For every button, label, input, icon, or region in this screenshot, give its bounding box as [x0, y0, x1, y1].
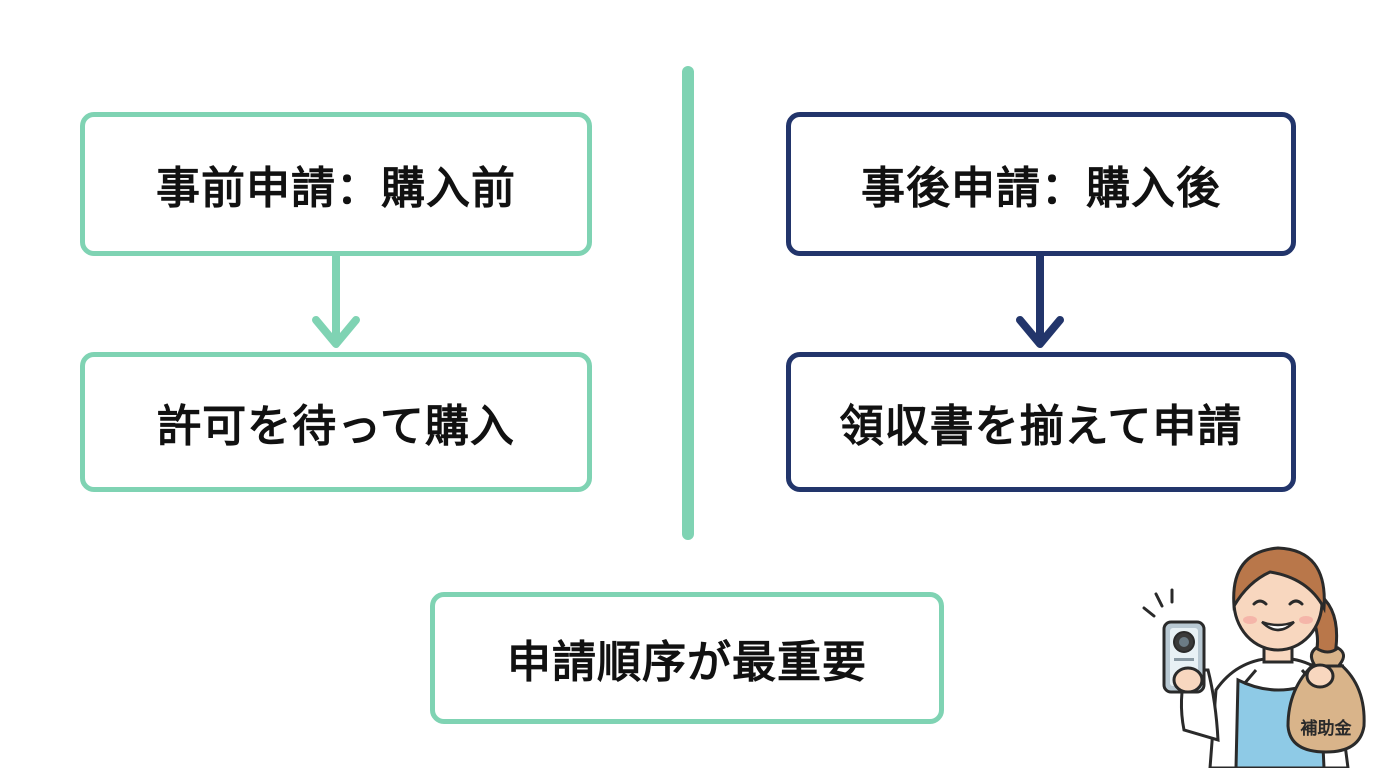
wait-approval-box: 許可を待って購入	[80, 352, 592, 492]
pre-application-box: 事前申請：購入前	[80, 112, 592, 256]
woman-with-subsidy-illustration: 補助金	[1142, 546, 1366, 768]
conclusion-label: 申請順序が最重要	[507, 637, 867, 688]
post-application-label: 事後申請：購入後	[861, 163, 1221, 214]
center-divider	[682, 66, 694, 540]
hair	[1232, 546, 1326, 614]
post-flow-arrow	[1016, 252, 1064, 348]
receipt-application-label: 領収書を揃えて申請	[839, 401, 1243, 452]
receipt-application-box: 領収書を揃えて申請	[786, 352, 1296, 492]
pre-flow-arrow	[312, 252, 360, 348]
post-application-box: 事後申請：購入後	[786, 112, 1296, 256]
pre-application-label: 事前申請：購入前	[156, 163, 516, 214]
wait-approval-label: 許可を待って購入	[157, 401, 515, 452]
subsidy-bag-label: 補助金	[1300, 718, 1353, 739]
conclusion-box: 申請順序が最重要	[430, 592, 944, 724]
